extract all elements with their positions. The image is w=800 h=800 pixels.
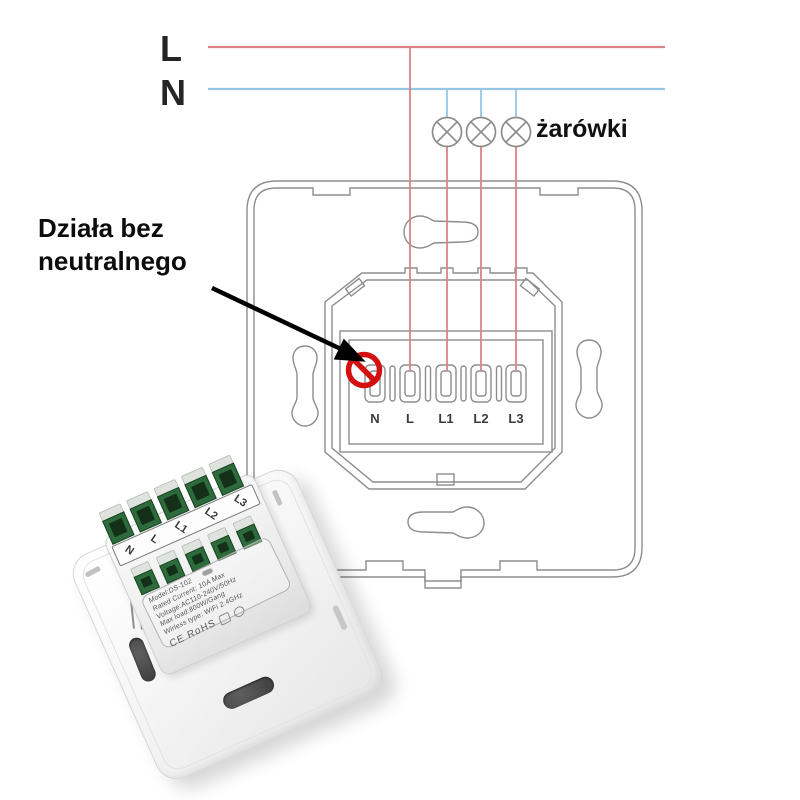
photo-label-l3: L3: [231, 492, 250, 510]
terminal-row: [364, 364, 527, 403]
photo-label-l2: L2: [202, 505, 220, 523]
terminal-l3: [505, 364, 527, 403]
switch-module: [324, 267, 563, 490]
bulb-icon: [465, 116, 497, 148]
live-line-label: L: [160, 28, 182, 69]
bulb-icon: [431, 116, 463, 148]
terminal-l2: [470, 364, 492, 403]
wall-frame: [246, 180, 643, 589]
power-lines: [208, 45, 665, 371]
terminal-gap-slot: [460, 365, 467, 402]
terminal-gap-slot: [495, 365, 503, 402]
mounting-slots: [291, 215, 603, 539]
keyhole-slot-bottom: [407, 506, 485, 539]
weee-bin-icon: [218, 610, 232, 625]
photo-label-l: L: [147, 532, 161, 547]
photo-label-n: N: [122, 543, 136, 558]
screw-slot-left: [291, 345, 319, 427]
terminal-label-l: L: [406, 411, 414, 426]
terminal-l1: [435, 364, 457, 403]
terminal-l: [399, 364, 421, 403]
terminal-gap-slot: [424, 365, 432, 402]
bulb-icon: [500, 116, 532, 148]
terminal-label-l3: L3: [508, 411, 524, 426]
keyhole-slot-top: [403, 215, 479, 249]
switch-back-plate-wrap: N L L1 L2 L3 Model:DS-102: [65, 454, 390, 787]
terminal-gap-slot: [389, 365, 396, 402]
neutral-line-label: N: [160, 72, 186, 113]
no-neutral-icon: [345, 351, 383, 389]
photo-label-l1: L1: [172, 518, 190, 537]
switch-back-plate: N L L1 L2 L3 Model:DS-102: [65, 454, 390, 787]
bulb-icons: [431, 116, 532, 148]
pointer-arrow-icon: [211, 285, 366, 362]
cert-round-icon: [232, 603, 246, 618]
product-photo: N L L1 L2 L3 Model:DS-102: [10, 454, 450, 800]
terminal-label-n: N: [370, 411, 380, 426]
terminal-label-l1: L1: [438, 411, 454, 426]
bulbs-label: żarówki: [536, 115, 628, 143]
screw-slot-right: [575, 339, 603, 419]
terminal-label-l2: L2: [473, 411, 489, 426]
